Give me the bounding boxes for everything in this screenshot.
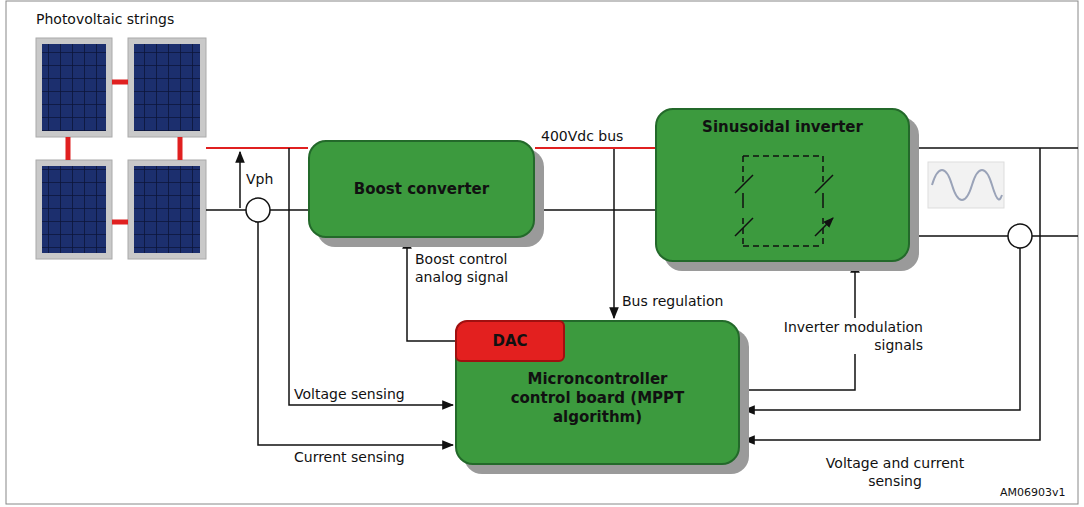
edge-label: 400Vdc bus [541,127,623,145]
converter-box: Boost converter [308,140,535,238]
signal-label: Bus regulation [622,292,723,310]
signal-label: Voltage and current sensing [800,454,990,490]
dac-block: DAC [455,320,565,362]
strings-label: Photovoltaic strings [36,10,174,28]
sine-icon [928,162,1004,208]
edge-label: Boost control analog signal [415,250,550,286]
signal-label: Current sensing [294,448,405,466]
inverter-box: Sinusoidal inverter [655,108,910,262]
frame [6,1,1078,504]
pv-panels [36,38,206,259]
controller-box: Microncontroller control board (MPPT alg… [455,320,740,465]
signal-label: Voltage sensing [294,385,405,403]
node-title: Microncontroller control board (MPPT alg… [510,370,685,427]
node-title: Sinusoidal inverter [702,118,863,137]
bus-line [535,147,655,149]
node-title: Boost converter [354,180,489,199]
figure-code: AM06903v1 [1000,486,1066,500]
edge-label: Inverter modulation signals [765,318,925,354]
voltage-label: Vph [246,170,273,188]
node-title: DAC [492,332,527,351]
